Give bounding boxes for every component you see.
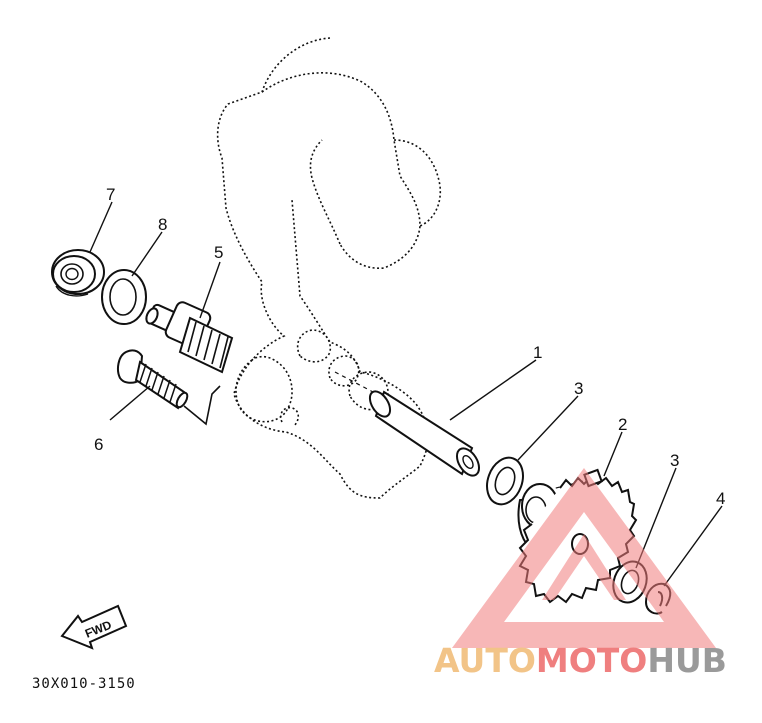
part-washer [101,269,147,325]
callout-2: 2 [618,415,627,434]
callout-3a: 3 [574,379,583,398]
part-bolt [117,349,189,410]
callout-3b: 3 [670,451,679,470]
fwd-arrow-icon [60,604,128,650]
watermark-a-icon [542,534,626,600]
watermark-moto: MOTO [536,641,647,680]
callout-7: 7 [106,185,115,204]
watermark-triangle-icon [452,468,716,648]
part-washer-3a [486,456,524,506]
callout-8: 8 [158,215,167,234]
part-oil-seal [51,249,105,297]
engine-case-outline [216,37,442,499]
part-gear-shaft [145,301,234,374]
svg-text:AUTOMOTOHUB: AUTOMOTOHUB [434,641,727,680]
fwd-arrow: FWD [60,604,128,650]
bolt-bracket-line [183,385,221,426]
callout-4: 4 [716,489,725,508]
watermark: AUTOMOTOHUB [434,468,727,680]
watermark-hub: HUB [647,641,727,680]
watermark-auto: AUTO [434,641,536,680]
callout-6: 6 [94,435,103,454]
part-pin [368,390,481,477]
diagram-code: 30X010-3150 [32,676,136,692]
callout-5: 5 [214,243,223,262]
callout-1: 1 [533,343,542,362]
callout-labels: 1 2 3 3 4 5 6 7 8 [94,185,725,508]
